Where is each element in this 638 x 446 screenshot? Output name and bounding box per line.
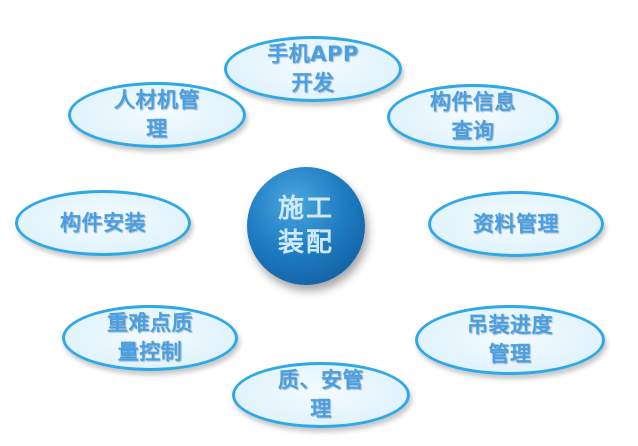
node-quality-safety: 质、安管理 bbox=[232, 362, 410, 428]
node-mobile-app-label: 手机APP开发 bbox=[267, 42, 359, 95]
node-quality-control-label: 重难点质量控制 bbox=[107, 311, 193, 364]
node-people-material-machine-label: 人材机管理 bbox=[114, 88, 200, 141]
node-quality-safety-label: 质、安管理 bbox=[278, 368, 364, 421]
node-document-management: 资料管理 bbox=[428, 191, 604, 257]
center-node-label: 施工装配 bbox=[277, 194, 334, 258]
node-hoist-progress-label: 吊装进度管理 bbox=[467, 313, 553, 366]
node-component-install-label: 构件安装 bbox=[60, 210, 146, 235]
node-quality-control: 重难点质量控制 bbox=[62, 305, 238, 371]
node-component-query-label: 构件信息查询 bbox=[430, 90, 516, 143]
node-component-install: 构件安装 bbox=[15, 190, 191, 256]
node-people-material-machine: 人材机管理 bbox=[68, 82, 246, 148]
node-hoist-progress: 吊装进度管理 bbox=[415, 305, 605, 375]
node-document-management-label: 资料管理 bbox=[473, 211, 559, 236]
node-mobile-app: 手机APP开发 bbox=[224, 36, 402, 102]
node-component-query: 构件信息查询 bbox=[387, 84, 559, 150]
center-node: 施工装配 bbox=[247, 167, 365, 285]
